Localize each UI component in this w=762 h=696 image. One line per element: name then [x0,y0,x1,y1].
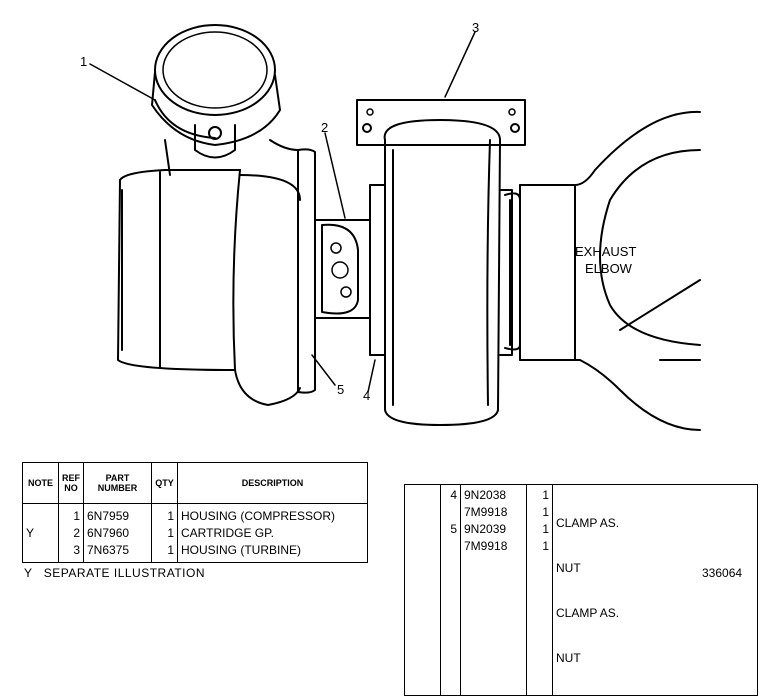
elbow-label: ELBOW [585,261,633,276]
table-row: 4 5 9N2038 7M9918 9N2039 7M9918 1 1 1 1 … [404,484,758,696]
parts-table-right: 4 5 9N2038 7M9918 9N2039 7M9918 1 1 1 1 … [404,484,758,696]
exhaust-elbow [519,110,701,431]
part-number-column: 6N7959 6N7960 7N6375 [83,503,152,563]
qty-column: 1 1 1 [151,503,178,563]
header-qty: QTY [151,462,178,504]
part-number-column: 9N2038 7M9918 9N2039 7M9918 [460,484,527,696]
callout-3: 3 [472,20,479,35]
note-column: Y [22,503,59,563]
turbine-housing [356,99,526,426]
table-row: Y 1 2 3 6N7959 6N7960 7N6375 1 1 1 HOUSI… [22,503,368,563]
header-description: DESCRIPTION [177,462,368,504]
ref-column: 1 2 3 [58,503,84,563]
illustration-number: 336064 [702,566,743,580]
exhaust-label: EXHAUST [575,244,636,259]
callout-5: 5 [337,382,344,397]
description-column: CLAMP AS. NUT CLAMP AS. NUT [552,484,758,696]
callout-2: 2 [321,120,328,135]
compressor-housing [117,24,316,406]
footnote: Y SEPARATE ILLUSTRATION [24,566,205,580]
qty-column: 1 1 1 1 [526,484,553,696]
leader-lines [89,31,476,393]
callout-4: 4 [363,388,370,403]
ref-column: 4 5 [440,484,461,696]
callout-1: 1 [80,54,87,69]
note-column [404,484,441,696]
header-note: NOTE [22,462,59,504]
description-column: HOUSING (COMPRESSOR) CARTRIDGE GP. HOUSI… [177,503,368,563]
cartridge [314,184,386,356]
turbocharger-drawing: 1 2 3 4 5 EXHAUST ELBOW [80,20,701,431]
